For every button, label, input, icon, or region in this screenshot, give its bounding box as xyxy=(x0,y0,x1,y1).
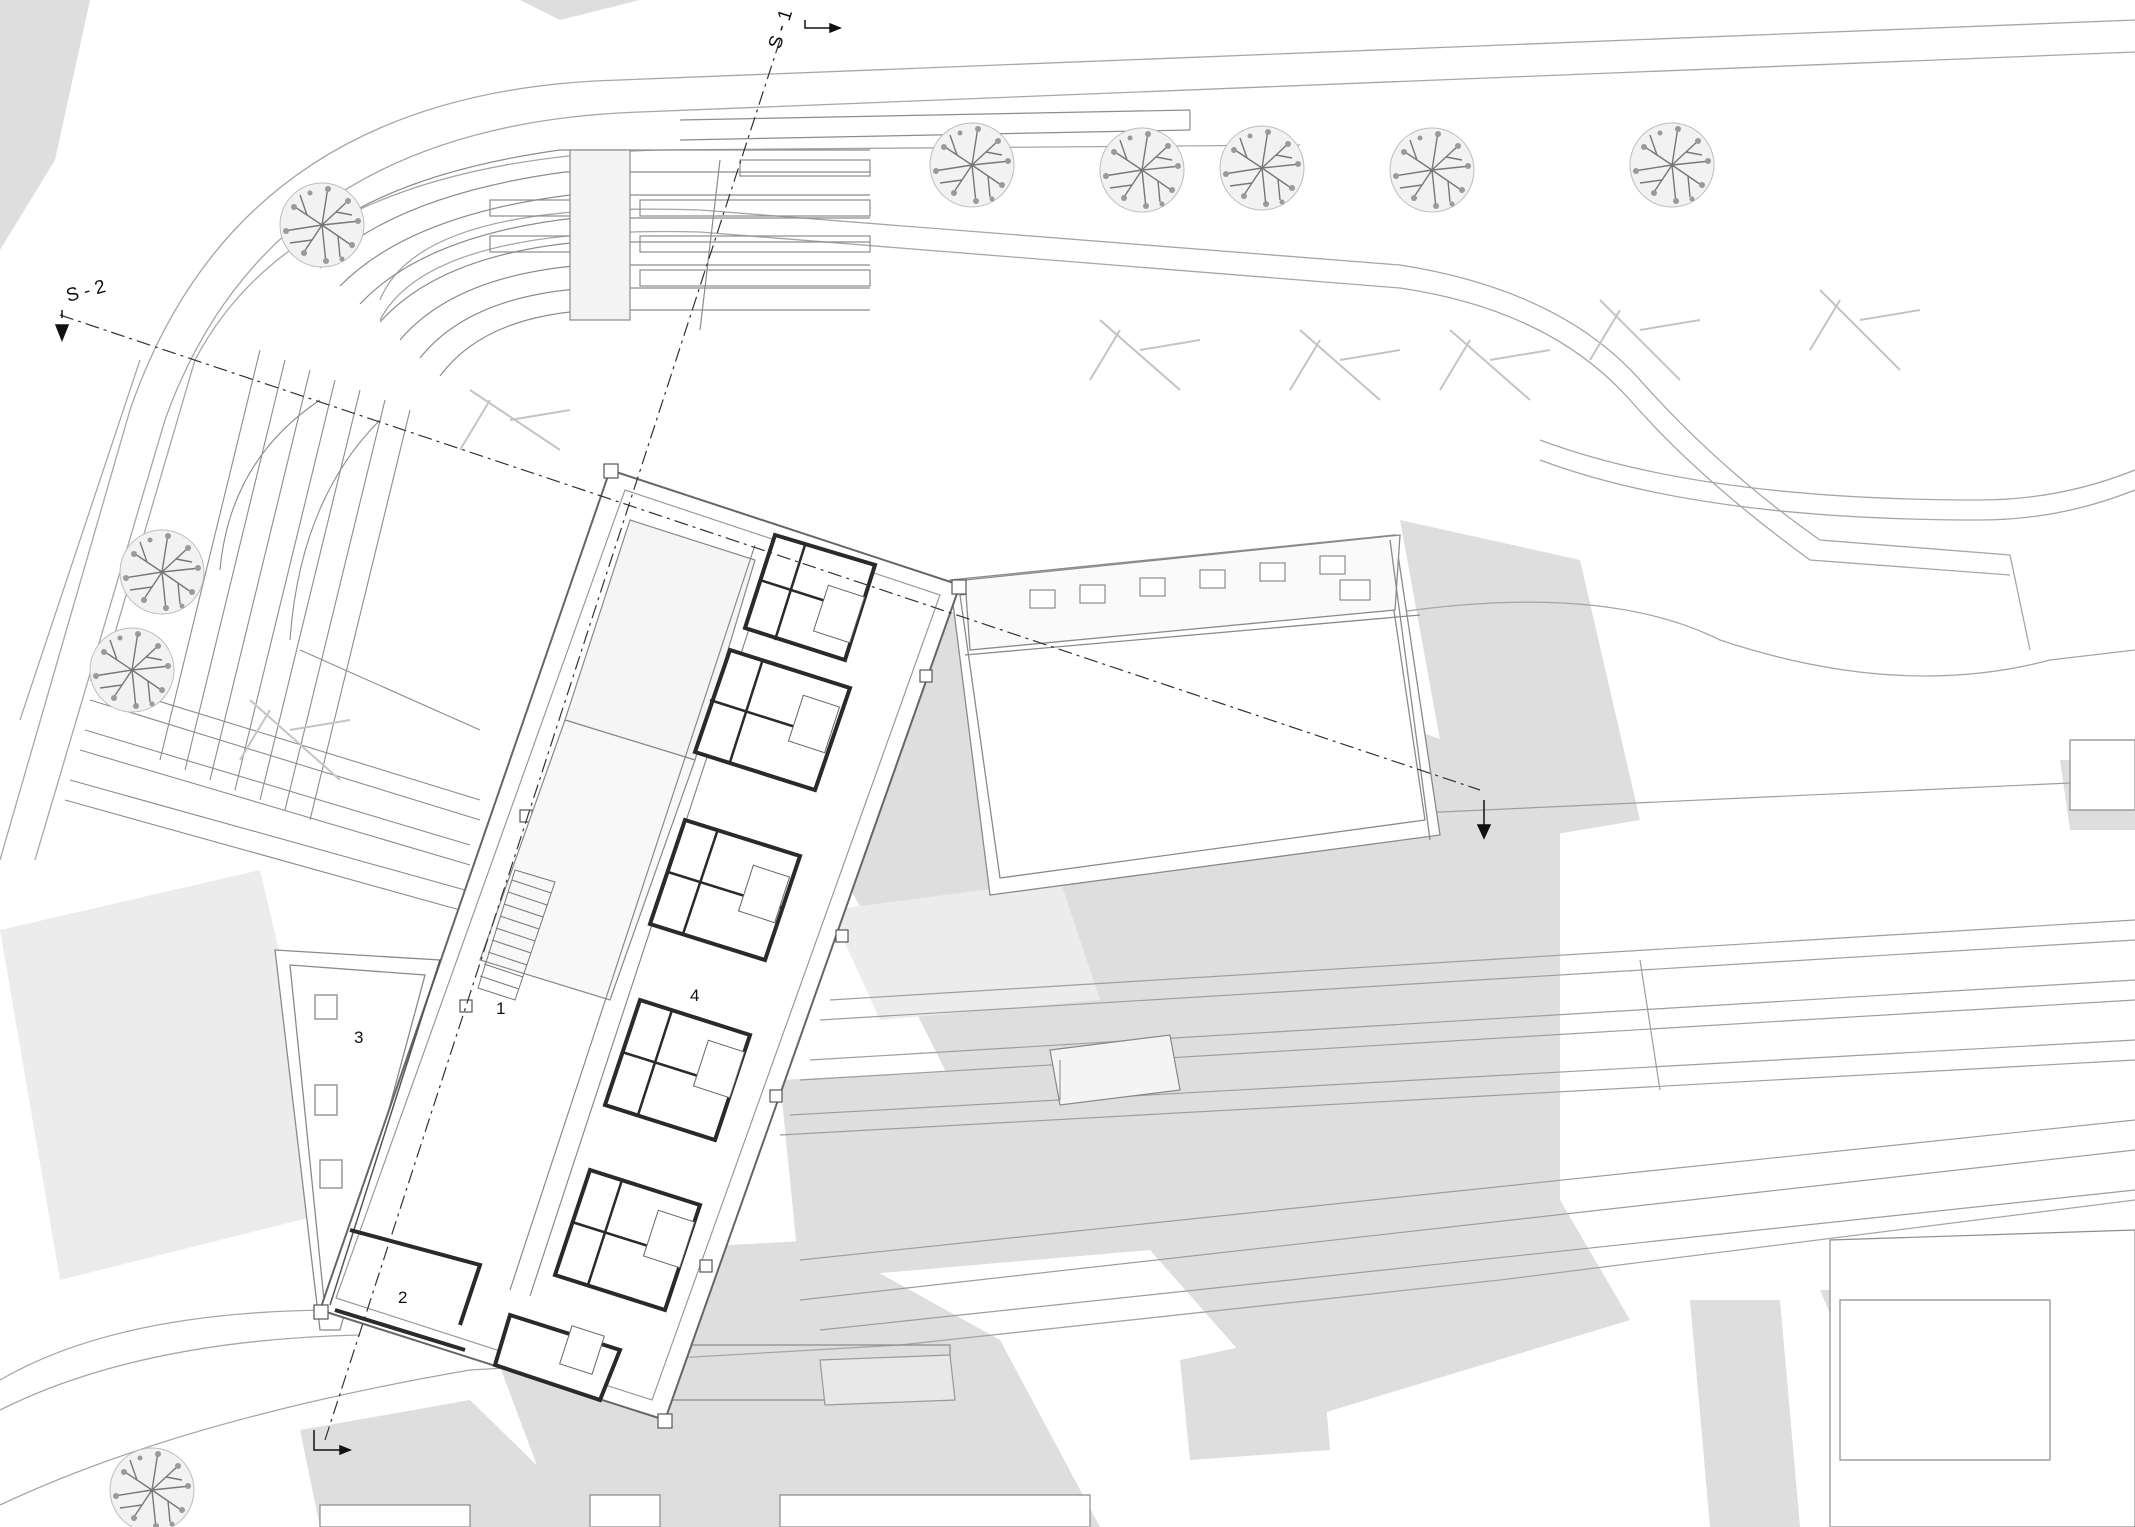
tree-shadows xyxy=(239,289,1921,781)
beds xyxy=(559,584,866,1375)
west-steps xyxy=(64,349,481,911)
courtyard xyxy=(949,534,1441,896)
courtyard-furniture xyxy=(1029,555,1371,609)
stair xyxy=(477,869,556,1001)
platform-canopy xyxy=(1049,1034,1181,1106)
light-shadows xyxy=(0,870,1100,1280)
section-label-s1: S - 1 xyxy=(765,7,797,52)
terrace-3 xyxy=(274,949,441,1331)
neighbour-buildings xyxy=(319,739,2135,1527)
room-label-2: 2 xyxy=(398,1288,407,1307)
north-ramps xyxy=(299,109,1191,377)
main-building xyxy=(313,463,967,1429)
room-label-1: 1 xyxy=(496,999,505,1018)
rail-tracks xyxy=(779,779,2135,1331)
room-partitions xyxy=(571,544,861,1286)
room-label-4: 4 xyxy=(690,986,699,1005)
section-arrow-icon xyxy=(54,20,1492,1456)
room-label-3: 3 xyxy=(354,1028,363,1047)
section-lines xyxy=(59,39,1481,1441)
section-label-s2: S - 2 xyxy=(64,276,108,307)
